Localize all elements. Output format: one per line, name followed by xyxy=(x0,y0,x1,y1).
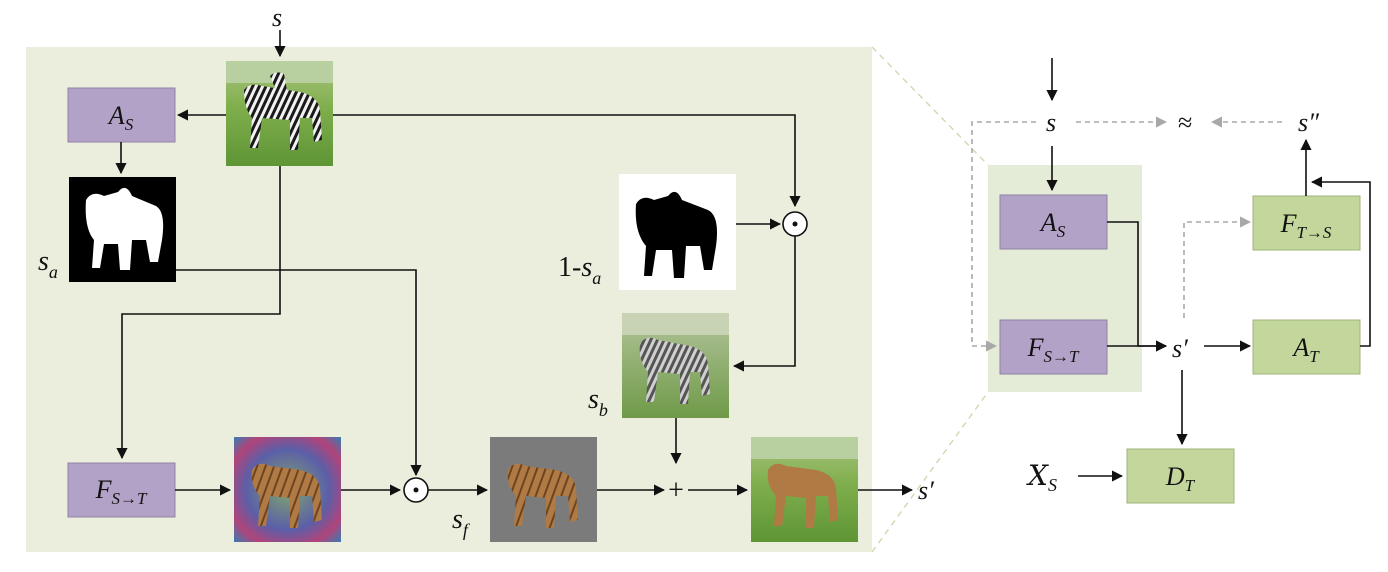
right-s-prime-label: s′ xyxy=(1172,334,1188,363)
right-s-label: s xyxy=(1046,108,1056,137)
arrow-image-to-odot-top xyxy=(333,114,801,208)
attention-s-box: AS xyxy=(67,87,176,143)
plus-sign: + xyxy=(668,475,684,506)
generated-horse-noisy-icon xyxy=(234,437,341,542)
output-label: s′ xyxy=(918,476,934,505)
arrow-odot-to-background xyxy=(732,236,796,372)
foreground-horse-icon xyxy=(490,437,597,542)
right-generator-st-box: FS→T xyxy=(999,319,1108,375)
zebra-photo-icon xyxy=(226,61,333,166)
right-attention-t-box: AT xyxy=(1252,319,1361,375)
right-discriminator-box: DT xyxy=(1126,448,1235,504)
gray-arrow-s-to-fst xyxy=(971,121,1036,352)
generator-st-box: FS→T xyxy=(67,462,176,518)
odot-multiply-bottom xyxy=(403,477,429,503)
svg-text:AS: AS xyxy=(1039,208,1066,241)
approx-symbol: ≈ xyxy=(1178,108,1192,137)
svg-text:FT→S: FT→S xyxy=(1280,209,1332,242)
input-s-label: s xyxy=(272,3,282,32)
gray-arrow-s-prime-to-fts xyxy=(1183,216,1252,318)
foreground-sf-label: sf xyxy=(452,504,471,540)
inverse-mask-icon xyxy=(619,174,736,290)
zoom-guide-top xyxy=(871,46,989,166)
svg-text:AT: AT xyxy=(1291,333,1320,366)
recon-s-double-prime-label: s″ xyxy=(1298,108,1320,137)
real-samples-xs-label: XS xyxy=(1026,459,1057,495)
arrow-image-to-generator xyxy=(116,166,281,460)
background-zebra-icon xyxy=(622,313,729,418)
right-attention-s-box: AS xyxy=(999,194,1108,250)
svg-text:DT: DT xyxy=(1165,462,1196,495)
arrow-at-to-fts xyxy=(1310,176,1371,347)
svg-text:AS: AS xyxy=(107,101,134,134)
svg-text:FS→T: FS→T xyxy=(95,475,148,508)
odot-multiply-top xyxy=(782,211,808,237)
output-horse-icon xyxy=(751,437,858,542)
background-sb-label: sb xyxy=(588,384,608,420)
mask-sa-label: sa xyxy=(38,246,58,282)
arrow-mask-to-odot xyxy=(176,269,422,477)
attention-mask-icon xyxy=(69,177,176,282)
inverse-mask-label: 1-sa xyxy=(558,252,601,288)
zoom-guide-bottom xyxy=(871,391,989,553)
svg-text:FS→T: FS→T xyxy=(1027,333,1080,366)
right-generator-ts-box: FT→S xyxy=(1252,195,1361,251)
